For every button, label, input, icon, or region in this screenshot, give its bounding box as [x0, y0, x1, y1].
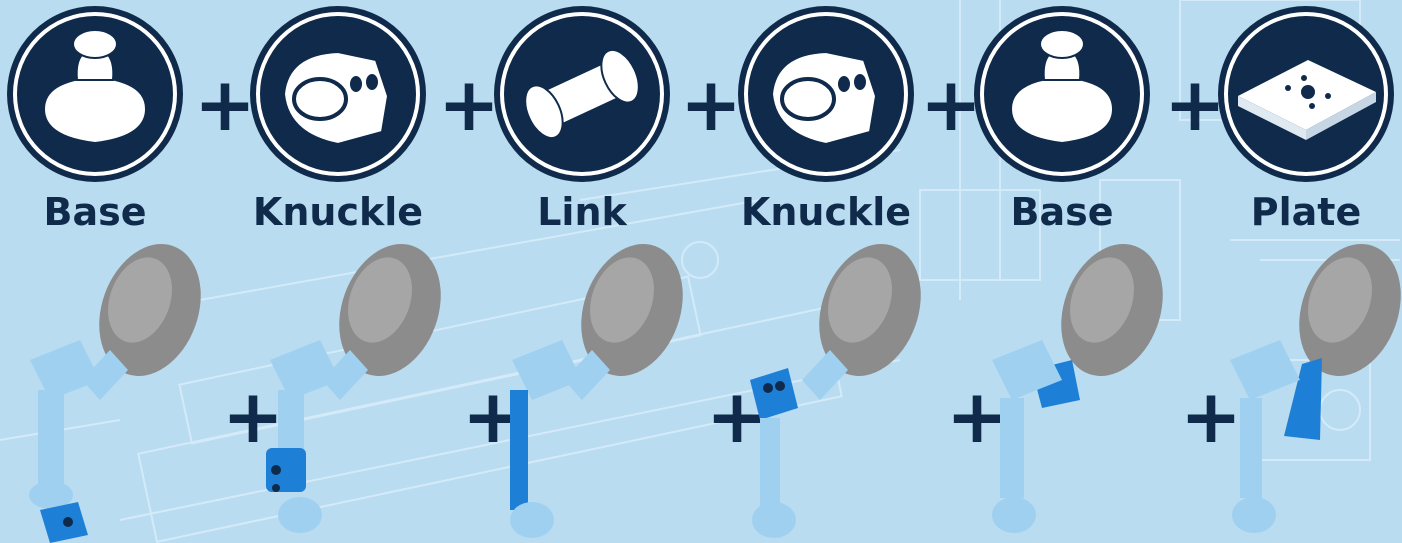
knuckle-icon: [736, 4, 916, 184]
assembly-step-base: [972, 240, 1172, 543]
assembly-step-base: [10, 240, 210, 543]
step-label: Plate: [1196, 190, 1402, 234]
plus-sign: +: [194, 68, 256, 142]
assembly-step-link: [492, 240, 692, 543]
step-label: Knuckle: [716, 190, 936, 234]
part-icons-row: + + +: [0, 0, 1402, 250]
plus-sign: +: [438, 68, 500, 142]
plus-sign: +: [680, 68, 742, 142]
step-label: Link: [472, 190, 692, 234]
step-label: Base: [0, 190, 205, 234]
assembly-step-knuckle: [250, 240, 450, 543]
plate-icon: [1216, 4, 1396, 184]
assembly-step-plate: [1210, 240, 1402, 543]
base-icon: [972, 4, 1152, 184]
assembly-step-knuckle: [730, 240, 930, 543]
base-icon: [5, 4, 185, 184]
step-label: Knuckle: [228, 190, 448, 234]
link-icon: [492, 4, 672, 184]
knuckle-icon: [248, 4, 428, 184]
step-label: Base: [952, 190, 1172, 234]
